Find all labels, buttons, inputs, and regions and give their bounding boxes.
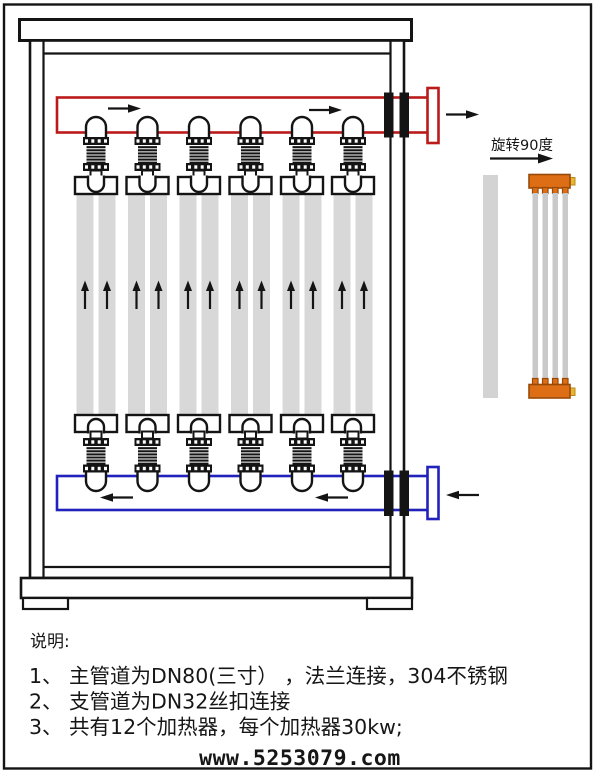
header-teeth-bottom: [531, 377, 569, 386]
cabinet-foot-right: [365, 596, 414, 611]
heater-header-top: [528, 173, 571, 189]
heater-rotated-front-view: [528, 173, 576, 399]
watermark: www.5253079.com: [199, 746, 401, 771]
outlet-external-arrow: [444, 109, 481, 120]
notes-title: 说明:: [30, 632, 70, 652]
pipe-wall-seals: [384, 92, 409, 516]
outlet-pipe-seal-outer: [399, 92, 409, 138]
cabinet-top-cap: [18, 18, 413, 42]
rotate-90-arrow: [490, 153, 553, 164]
note-line-2: 2、 支管道为DN32丝扣连接: [29, 690, 290, 714]
inlet-flange: [426, 465, 440, 521]
heater-header-bottom: [528, 383, 571, 399]
note-line-1: 1、 主管道为DN80(三寸） ，法兰连接，304不锈钢: [29, 664, 508, 688]
outlet-pipe-seal-inner: [384, 92, 394, 138]
cabinet-base: [19, 576, 414, 600]
inlet-external-arrow: [444, 489, 481, 501]
outlet-flange: [426, 86, 440, 145]
rotated-element-tubes: [532, 193, 568, 379]
note-line-3: 3、 共有12个加热器，每个加热器30kw;: [29, 715, 403, 739]
image-border-frame: [2, 3, 593, 770]
inlet-pipe-seal-inner: [384, 470, 394, 516]
heater-side-view-bar: [483, 175, 498, 398]
notes-block: 说明: 1、 主管道为DN80(三寸） ，法兰连接，304不锈钢 2、 支管道为…: [29, 632, 508, 739]
inlet-pipe-seal-outer: [399, 470, 409, 516]
rotate-90-label: 旋转90度: [491, 137, 553, 154]
cabinet-foot-left: [21, 596, 70, 611]
rotated-detail-view: 旋转90度: [483, 137, 576, 399]
